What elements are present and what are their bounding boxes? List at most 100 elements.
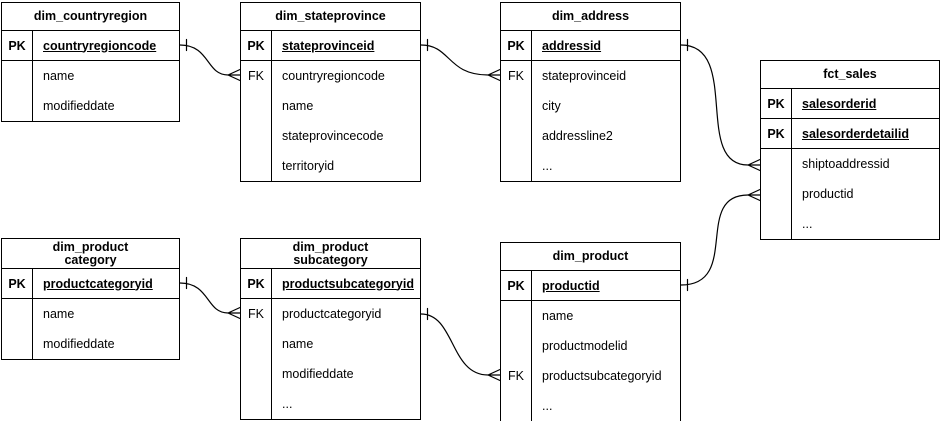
field-row: stateprovincecode [241, 121, 420, 151]
field-name: modifieddate [43, 337, 115, 351]
edge-product-fctsales [680, 188, 761, 292]
field-name: name [43, 69, 75, 83]
field-row: PK productid [501, 271, 680, 301]
field-row: productmodelid [501, 331, 680, 361]
pk-badge: PK [761, 89, 792, 118]
key-badge [241, 359, 272, 389]
pk-badge: PK [761, 119, 792, 148]
key-badge [501, 151, 532, 181]
field-name: name [43, 307, 75, 321]
entity-title: dim_countryregion [2, 3, 179, 31]
edge-productsubcategory-product [420, 307, 501, 382]
field-row: shiptoaddressid [761, 149, 939, 179]
field-row: PK stateprovinceid [241, 31, 420, 61]
field-row: ... [501, 151, 680, 181]
field-row: PK salesorderid [761, 89, 939, 119]
pk-badge: PK [241, 31, 272, 60]
field-row: modifieddate [2, 329, 179, 359]
field-row: FK productcategoryid [241, 299, 420, 329]
pk-badge: PK [241, 269, 272, 298]
entity-dim-address: dim_address PK addressid FK stateprovinc… [500, 2, 681, 182]
pk-badge: PK [2, 31, 33, 60]
field-row: name [2, 299, 179, 329]
field-name: ... [542, 399, 553, 413]
field-row: PK countryregioncode [2, 31, 179, 61]
fk-badge: FK [241, 299, 272, 329]
key-badge [501, 331, 532, 361]
pk-badge: PK [501, 271, 532, 300]
field-row: FK countryregioncode [241, 61, 420, 91]
field-name: city [542, 99, 561, 113]
field-name: stateprovinceid [542, 69, 627, 83]
field-name: productcategoryid [282, 307, 382, 321]
key-badge [241, 91, 272, 121]
entity-dim-product: dim_product PK productid name productmod… [500, 242, 681, 421]
field-name: countryregioncode [43, 38, 157, 53]
field-name: name [282, 99, 314, 113]
key-badge [2, 61, 33, 91]
field-row: FK stateprovinceid [501, 61, 680, 91]
field-name: ... [802, 217, 813, 231]
field-name: productsubcategoryid [282, 276, 414, 291]
entity-dim-countryregion: dim_countryregion PK countryregioncode n… [1, 2, 180, 122]
field-name: stateprovincecode [282, 129, 384, 143]
field-name: salesorderid [802, 96, 877, 111]
key-badge [501, 391, 532, 421]
field-row: PK addressid [501, 31, 680, 61]
fk-badge: FK [501, 61, 532, 91]
field-row: territoryid [241, 151, 420, 181]
field-row: ... [501, 391, 680, 421]
key-badge [761, 179, 792, 209]
entity-title: fct_sales [761, 61, 939, 89]
entity-dim-stateprovince: dim_stateprovince PK stateprovinceid FK … [240, 2, 421, 182]
key-badge [761, 149, 792, 179]
field-name: name [542, 309, 574, 323]
field-name: addressid [542, 38, 602, 53]
edge-address-fctsales [680, 38, 761, 172]
field-row: PK salesorderdetailid [761, 119, 939, 149]
field-row: modifieddate [2, 91, 179, 121]
field-name: stateprovinceid [282, 38, 375, 53]
field-row: name [241, 329, 420, 359]
field-name: productcategoryid [43, 276, 153, 291]
entity-title: dim_stateprovince [241, 3, 420, 31]
fk-badge: FK [501, 361, 532, 391]
field-name: ... [542, 159, 553, 173]
entity-fct-sales: fct_sales PK salesorderid PK salesorderd… [760, 60, 940, 240]
field-row: name [501, 301, 680, 331]
key-badge [761, 209, 792, 239]
field-name: modifieddate [43, 99, 115, 113]
field-name: countryregioncode [282, 69, 385, 83]
key-badge [241, 329, 272, 359]
key-badge [501, 121, 532, 151]
field-name: ... [282, 397, 293, 411]
pk-badge: PK [2, 269, 33, 298]
key-badge [501, 301, 532, 331]
field-row: FK productsubcategoryid [501, 361, 680, 391]
key-badge [2, 91, 33, 121]
field-name: productsubcategoryid [542, 369, 662, 383]
field-name: salesorderdetailid [802, 126, 909, 141]
field-row: ... [241, 389, 420, 419]
field-name: productmodelid [542, 339, 628, 353]
field-name: addressline2 [542, 129, 613, 143]
field-name: shiptoaddressid [802, 157, 890, 171]
key-badge [2, 299, 33, 329]
field-row: productid [761, 179, 939, 209]
field-row: name [241, 91, 420, 121]
field-row: ... [761, 209, 939, 239]
field-row: modifieddate [241, 359, 420, 389]
key-badge [2, 329, 33, 359]
entity-title: dim_address [501, 3, 680, 31]
pk-badge: PK [501, 31, 532, 60]
field-name: name [282, 337, 314, 351]
key-badge [241, 389, 272, 419]
entity-title: dim_product category [2, 239, 179, 269]
fk-badge: FK [241, 61, 272, 91]
field-row: city [501, 91, 680, 121]
field-row: PK productcategoryid [2, 269, 179, 299]
key-badge [241, 151, 272, 181]
field-row: name [2, 61, 179, 91]
